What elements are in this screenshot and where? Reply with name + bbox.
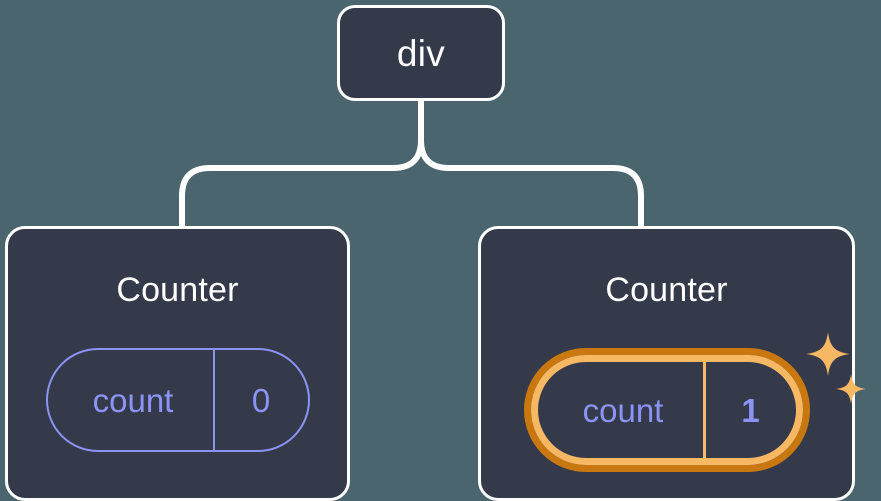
state-pill-left-wrap: count 0 — [45, 348, 310, 452]
node-div[interactable]: div — [337, 5, 505, 101]
connector-to-left-child — [179, 98, 424, 229]
sparkle-group — [805, 332, 868, 412]
state-pill-left-key: count — [48, 350, 215, 450]
state-pill-left-value: 0 — [251, 381, 271, 419]
sparkle-large-icon — [805, 332, 850, 376]
node-counter-left-title: Counter — [116, 271, 239, 309]
node-counter-left[interactable]: Counter count 0 — [5, 226, 350, 501]
state-pill-right-wrap: count 1 — [523, 332, 866, 472]
state-pill-right-key: count — [538, 362, 706, 458]
state-pill-right-highlight-ring: count 1 — [523, 348, 810, 472]
sparkle-small-icon — [835, 374, 866, 404]
state-pill-right-value: 1 — [741, 391, 760, 429]
state-pill-left[interactable]: count 0 — [45, 348, 310, 452]
node-counter-right-title: Counter — [605, 271, 728, 309]
connector-to-right-child — [418, 98, 644, 229]
node-counter-right[interactable]: Counter count 1 — [478, 226, 866, 501]
node-div-label: div — [396, 32, 446, 74]
state-pill-right[interactable]: count 1 — [530, 355, 803, 465]
